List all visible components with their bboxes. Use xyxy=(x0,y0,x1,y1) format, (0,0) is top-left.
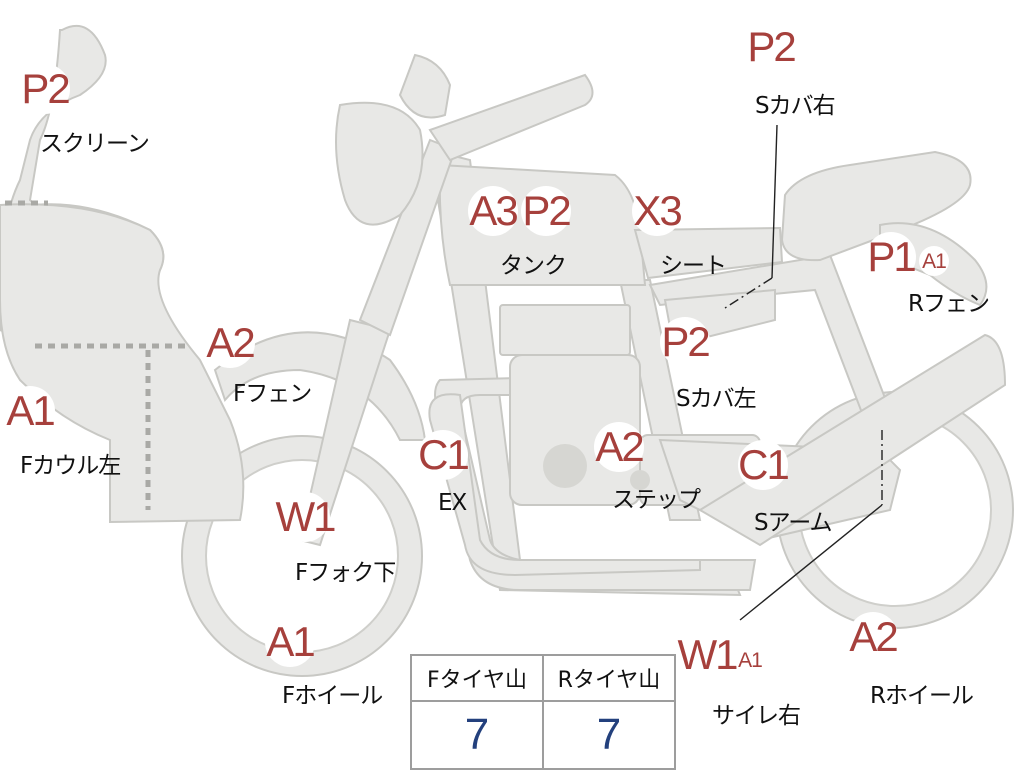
code-exhaust: C1 xyxy=(418,430,470,480)
leader-sidecover-r xyxy=(771,124,778,279)
label-tank: タンク xyxy=(500,253,567,279)
code-rear-wheel: A2 xyxy=(848,612,899,662)
label-rear-wheel: Rホイール xyxy=(870,683,974,709)
leader-silencer xyxy=(739,504,883,621)
front-tire-value: 7 xyxy=(464,710,490,759)
code-front-wheel: A1 xyxy=(265,617,316,667)
code-seat: X3 xyxy=(632,186,683,236)
front-tire-column: Fタイヤ山 7 xyxy=(412,656,542,768)
mirror-shape xyxy=(398,53,452,119)
label-rear-fender: Rフェン xyxy=(908,291,990,317)
rear-tire-value: 7 xyxy=(596,710,622,759)
leader-sidecover-r-2 xyxy=(724,277,773,309)
label-sidecover-r: Sカバ右 xyxy=(755,93,836,119)
cowl-left-shape xyxy=(0,203,245,524)
silencer-shape xyxy=(698,333,1007,547)
code-swingarm: C1 xyxy=(738,440,790,490)
label-seat: シート xyxy=(660,253,727,279)
label-swingarm: Sアーム xyxy=(754,510,833,536)
code-rear-fender-1: P1 xyxy=(866,232,917,282)
label-front-fender: Fフェン xyxy=(233,381,312,407)
label-screen: スクリーン xyxy=(40,131,150,157)
front-tire-header: Fタイヤ山 xyxy=(412,656,542,702)
code-rear-fender-2: A1 xyxy=(919,246,949,276)
code-sidecover-l: P2 xyxy=(660,317,711,367)
handlebar-shape xyxy=(428,73,594,162)
tire-tread-table: Fタイヤ山 7 Rタイヤ山 7 xyxy=(410,654,676,770)
label-cowl-left: Fカウル左 xyxy=(20,453,121,479)
label-front-wheel: Fホイール xyxy=(282,683,383,709)
exhaust-shape xyxy=(428,393,701,577)
code-tank-2: P2 xyxy=(521,186,572,236)
rear-tire-column: Rタイヤ山 7 xyxy=(542,656,674,768)
code-fork-lower: W1 xyxy=(275,492,337,542)
rear-tire-header: Rタイヤ山 xyxy=(544,656,674,702)
code-sidecover-r: P2 xyxy=(746,22,797,72)
label-fork-lower: Fフォク下 xyxy=(295,560,396,586)
code-cowl-left: A1 xyxy=(5,386,56,436)
code-step: A2 xyxy=(594,422,645,472)
label-step: ステップ xyxy=(612,487,701,513)
cowl-seams xyxy=(5,200,190,510)
code-front-fender: A2 xyxy=(205,318,256,368)
headlight-shape xyxy=(335,101,424,226)
code-screen: P2 xyxy=(20,64,71,114)
seat-shape xyxy=(633,226,784,280)
code-silencer-r-1: W1 xyxy=(677,630,739,680)
label-exhaust: EX xyxy=(438,490,467,516)
seat-rear-shape xyxy=(780,150,972,262)
code-silencer-r-2: A1 xyxy=(735,645,765,675)
code-tank-1: A3 xyxy=(468,186,519,236)
label-silencer-r: サイレ右 xyxy=(712,703,801,729)
label-sidecover-l: Sカバ左 xyxy=(676,386,757,412)
